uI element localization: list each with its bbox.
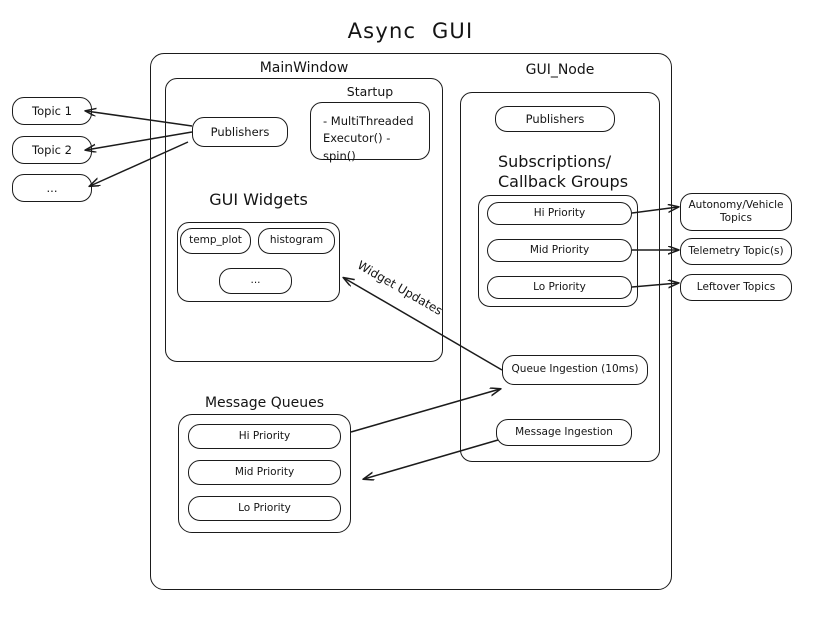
main-window-publishers-box[interactable]: Publishers — [192, 117, 288, 147]
topic-box-2[interactable]: Topic 2 — [12, 136, 92, 164]
widget-label: histogram — [269, 234, 324, 247]
gui-widgets-title: GUI Widgets — [209, 190, 308, 209]
priority-label: Hi Priority — [238, 429, 291, 442]
publishers-label: Publishers — [525, 111, 585, 126]
subscriptions-title: Subscriptions/ Callback Groups — [498, 152, 629, 191]
priority-label: Mid Priority — [234, 465, 295, 478]
callback-group-mid-priority[interactable]: Mid Priority — [487, 239, 632, 262]
publishers-label: Publishers — [210, 124, 270, 139]
telemetry-topics-box[interactable]: Telemetry Topic(s) — [680, 238, 792, 265]
startup-box: - MultiThreaded Executor() - spin() — [310, 102, 430, 163]
callback-groups-container — [478, 195, 638, 307]
priority-label: Hi Priority — [533, 206, 586, 219]
topic-label: Telemetry Topic(s) — [688, 244, 784, 257]
topic-box-etc[interactable]: ... — [12, 174, 92, 202]
widget-temp-plot[interactable]: temp_plot — [180, 228, 251, 254]
queue-ingestion-box[interactable]: Queue Ingestion (10ms) — [502, 355, 648, 385]
priority-label: Mid Priority — [529, 243, 590, 256]
message-queues-title: Message Queues — [204, 395, 325, 411]
message-ingestion-box[interactable]: Message Ingestion — [496, 419, 632, 446]
message-queue-hi-priority[interactable]: Hi Priority — [188, 424, 341, 449]
gui-node-container — [460, 92, 660, 462]
autonomy-vehicle-topics-box[interactable]: Autonomy/Vehicle Topics — [680, 193, 792, 231]
startup-title: Startup — [346, 84, 394, 99]
message-ingestion-label: Message Ingestion — [515, 425, 613, 438]
callback-group-lo-priority[interactable]: Lo Priority — [487, 276, 632, 299]
leftover-topics-box[interactable]: Leftover Topics — [680, 274, 792, 301]
widget-histogram[interactable]: histogram — [258, 228, 335, 254]
message-queues-container — [178, 414, 351, 533]
system-container — [150, 53, 672, 590]
topic-box-1[interactable]: Topic 1 — [12, 97, 92, 125]
diagram-title: Async GUI — [347, 19, 474, 43]
gui-node-title: GUI_Node — [525, 62, 595, 78]
queue-ingestion-label: Queue Ingestion (10ms) — [511, 363, 639, 376]
startup-items: - MultiThreaded Executor() - spin() — [323, 114, 414, 163]
widget-label: ... — [250, 274, 261, 287]
topic-label: Topic 2 — [32, 142, 72, 157]
priority-label: Lo Priority — [238, 501, 291, 514]
message-queue-mid-priority[interactable]: Mid Priority — [188, 460, 341, 485]
topic-label: Leftover Topics — [696, 280, 776, 293]
topic-label: Topic 1 — [32, 103, 72, 118]
widget-etc[interactable]: ... — [219, 268, 292, 294]
priority-label: Lo Priority — [533, 280, 586, 293]
gui-widgets-container — [177, 222, 340, 302]
widget-label: temp_plot — [189, 234, 242, 247]
message-queue-lo-priority[interactable]: Lo Priority — [188, 496, 341, 521]
gui-node-publishers-box[interactable]: Publishers — [495, 106, 615, 132]
main-window-container — [165, 78, 443, 362]
callback-group-hi-priority[interactable]: Hi Priority — [487, 202, 632, 225]
main-window-title: MainWindow — [259, 60, 349, 76]
topic-label: ... — [46, 180, 58, 195]
topic-label: Autonomy/Vehicle Topics — [688, 198, 784, 224]
